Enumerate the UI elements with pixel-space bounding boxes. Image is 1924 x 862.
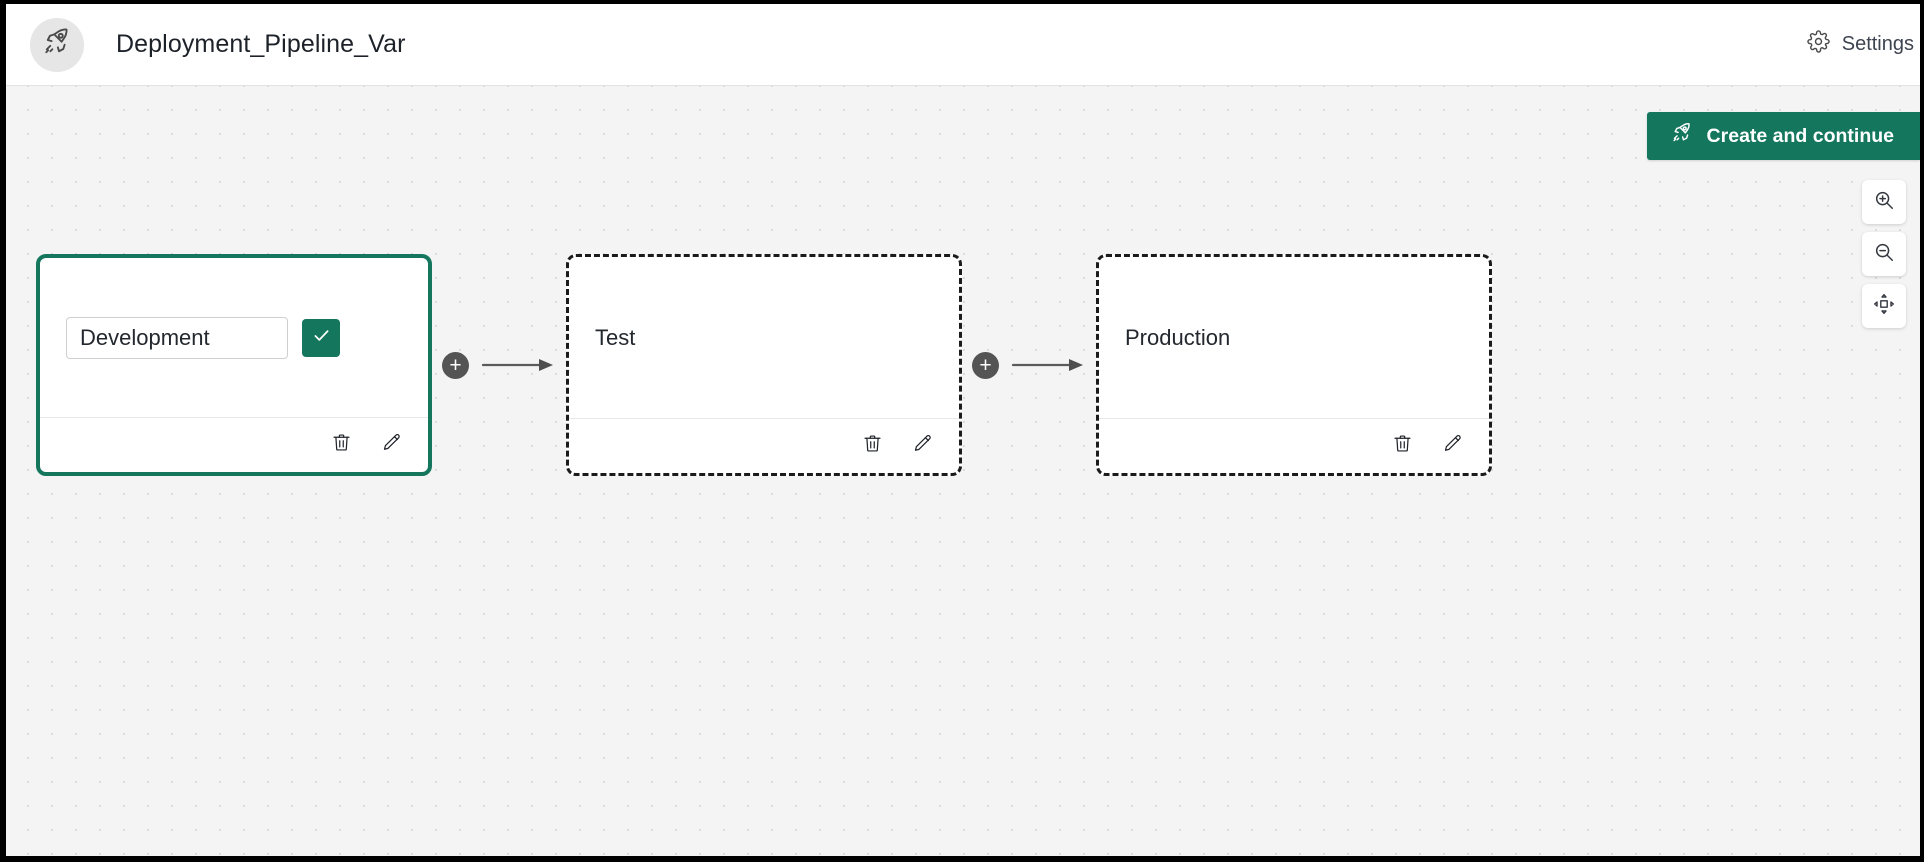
zoom-controls — [1862, 180, 1906, 328]
stage-connector: + — [432, 254, 566, 476]
trash-icon — [1392, 433, 1413, 459]
gear-icon — [1806, 30, 1830, 59]
pencil-icon — [1442, 433, 1463, 459]
edit-stage-button[interactable] — [909, 433, 935, 459]
add-stage-button[interactable]: + — [442, 351, 469, 379]
delete-stage-button[interactable] — [328, 432, 354, 458]
pipeline-stage-list: + Test — [36, 254, 1492, 476]
stage-footer — [40, 417, 428, 472]
page-title: Deployment_Pipeline_Var — [116, 30, 406, 58]
stage-card-production[interactable]: Production — [1096, 254, 1492, 476]
magnifier-plus-icon — [1873, 189, 1895, 216]
settings-label: Settings — [1841, 33, 1914, 55]
create-and-continue-button[interactable]: Create and continue — [1646, 112, 1920, 160]
zoom-out-button[interactable] — [1862, 232, 1906, 276]
fit-screen-icon — [1873, 293, 1895, 320]
edit-stage-button[interactable] — [1439, 433, 1465, 459]
stage-footer — [569, 418, 959, 473]
create-and-continue-label: Create and continue — [1706, 124, 1894, 147]
stage-body: Production — [1099, 257, 1489, 418]
stage-name-edit-row — [66, 316, 340, 359]
magnifier-minus-icon — [1873, 241, 1895, 268]
fit-to-screen-button[interactable] — [1862, 284, 1906, 328]
check-icon — [311, 325, 332, 351]
arrow-right-icon — [481, 359, 553, 371]
pipeline-canvas[interactable]: Create and continue — [6, 86, 1920, 856]
confirm-stage-name-button[interactable] — [302, 318, 340, 357]
arrow-right-icon — [1011, 359, 1083, 371]
settings-button[interactable]: Settings — [1806, 30, 1920, 59]
zoom-in-button[interactable] — [1862, 180, 1906, 224]
app-icon-badge — [30, 17, 84, 72]
add-stage-button[interactable]: + — [972, 351, 999, 379]
app-header: Deployment_Pipeline_Var Settings — [6, 4, 1920, 86]
stage-body — [40, 258, 428, 417]
trash-icon — [862, 433, 883, 459]
stage-connector: + — [962, 254, 1096, 476]
stage-name-input[interactable] — [66, 316, 288, 359]
rocket-icon — [42, 27, 72, 62]
stage-footer — [1099, 418, 1489, 473]
stage-card-test[interactable]: Test — [566, 254, 962, 476]
app-window: Deployment_Pipeline_Var Settings — [6, 4, 1920, 856]
pencil-icon — [381, 432, 402, 458]
pencil-icon — [912, 433, 933, 459]
edit-stage-button[interactable] — [378, 432, 404, 458]
stage-body: Test — [569, 257, 959, 418]
delete-stage-button[interactable] — [859, 433, 885, 459]
stage-name-label: Production — [1125, 324, 1231, 350]
rocket-icon — [1671, 122, 1693, 150]
delete-stage-button[interactable] — [1389, 433, 1415, 459]
trash-icon — [331, 432, 352, 458]
stage-name-label: Test — [595, 324, 636, 350]
stage-card-development[interactable] — [36, 254, 432, 476]
